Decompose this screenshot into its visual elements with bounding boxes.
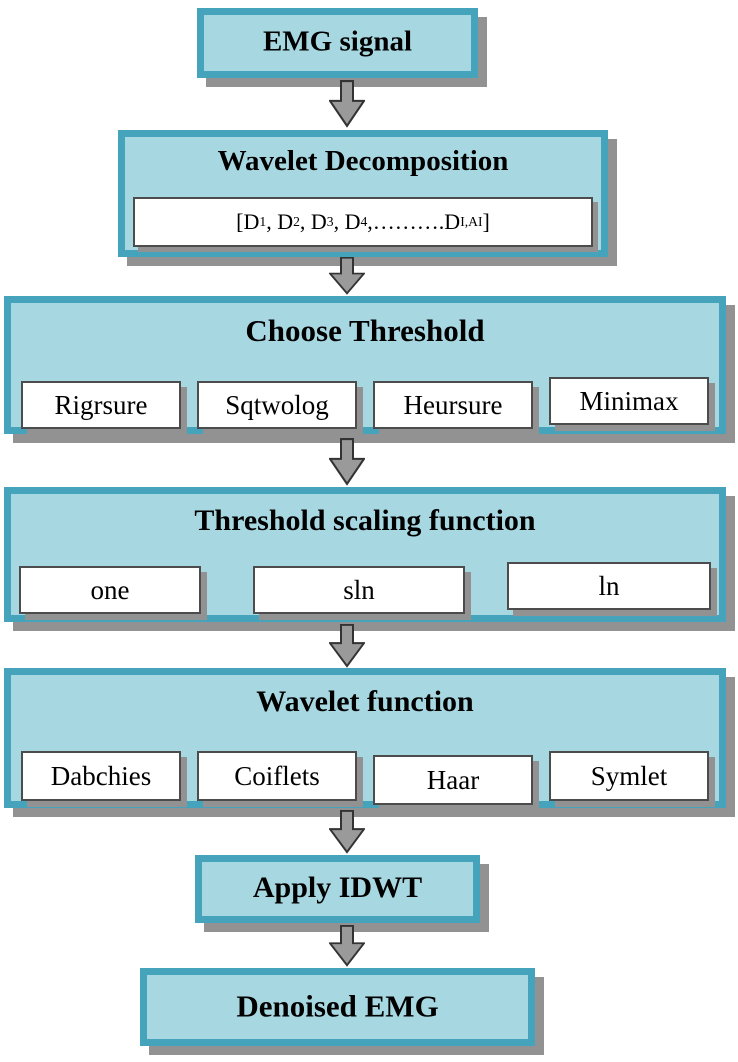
wavelet-option-haar: Haar	[373, 755, 533, 805]
node-wavelet-decomposition-title: Wavelet Decomposition	[217, 145, 509, 177]
node-apply-idwt-label: Apply IDWT	[252, 871, 423, 905]
threshold-option-rigrsure: Rigrsure	[21, 381, 181, 429]
arrow-down-icon	[329, 624, 365, 668]
wavelet-option-dabchies: Dabchies	[21, 751, 181, 801]
arrow-down-icon	[329, 438, 365, 486]
wavelet-option-coiflets: Coiflets	[197, 751, 357, 801]
arrow-down-icon	[329, 810, 365, 854]
arrow-down-icon	[329, 925, 365, 967]
node-apply-idwt: Apply IDWT	[195, 855, 480, 923]
scaling-option-sln: sln	[253, 566, 465, 614]
node-wavelet-function: Wavelet function Dabchies Coiflets Haar …	[4, 668, 726, 808]
threshold-option-sqtwolog: Sqtwolog	[197, 381, 357, 429]
node-threshold-scaling-title: Threshold scaling function	[194, 504, 536, 537]
scaling-option-one: one	[19, 566, 201, 614]
node-denoised-emg-label: Denoised EMG	[236, 988, 439, 1024]
scaling-option-ln: ln	[507, 562, 711, 610]
node-emg-signal-label: EMG signal	[262, 25, 413, 58]
wavelet-option-symlet: Symlet	[549, 751, 709, 801]
node-choose-threshold-title: Choose Threshold	[245, 313, 485, 348]
node-wavelet-function-title: Wavelet function	[256, 685, 474, 718]
threshold-option-heursure: Heursure	[373, 381, 533, 429]
node-choose-threshold: Choose Threshold Rigrsure Sqtwolog Heurs…	[4, 296, 726, 434]
arrow-down-icon	[329, 257, 365, 295]
threshold-option-minimax: Minimax	[549, 377, 709, 425]
arrow-down-icon	[329, 80, 365, 128]
node-emg-signal: EMG signal	[197, 8, 478, 78]
node-threshold-scaling: Threshold scaling function one sln ln	[4, 487, 726, 622]
node-denoised-emg: Denoised EMG	[140, 968, 535, 1046]
